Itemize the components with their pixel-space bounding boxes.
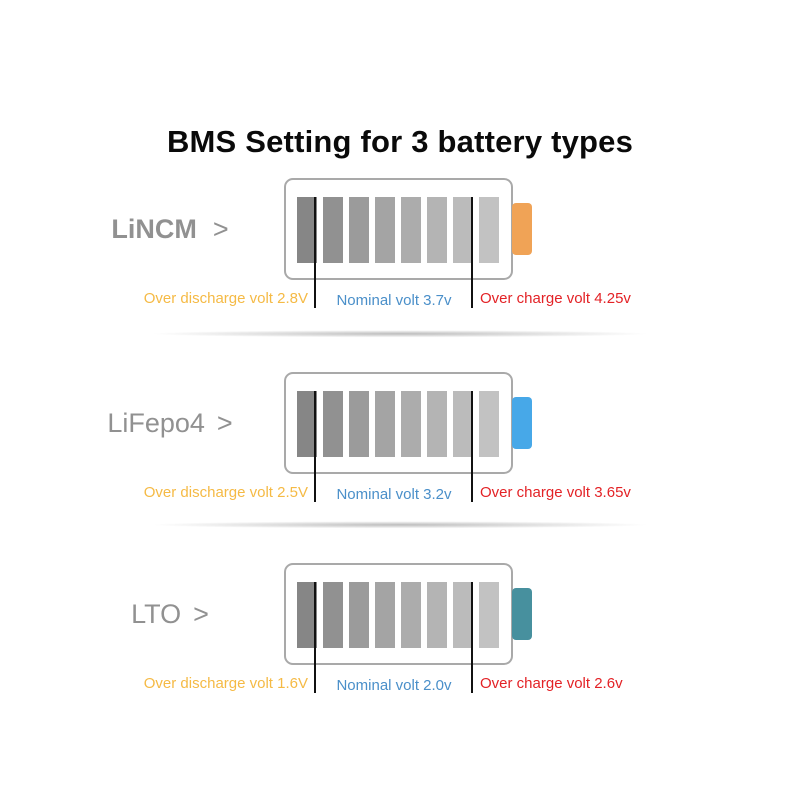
battery-level-bar bbox=[401, 197, 421, 263]
battery-type-name: LiNCM bbox=[111, 214, 197, 244]
charge-marker-line bbox=[471, 197, 473, 308]
chevron-right-icon: > bbox=[193, 599, 209, 629]
over-charge-label: Over charge volt 4.25v bbox=[480, 290, 631, 307]
charge-marker-line bbox=[471, 391, 473, 502]
battery-level-bar bbox=[427, 391, 447, 457]
battery-section-lifepo4: LiFepo4 > Over discharge volt 2.5V Nomina… bbox=[0, 372, 800, 512]
charge-marker-line bbox=[471, 582, 473, 693]
battery-section-lincm: LiNCM > Over discharge volt 2.8V Nominal … bbox=[0, 178, 800, 318]
chevron-right-icon: > bbox=[212, 214, 229, 244]
battery-level-bars bbox=[297, 391, 499, 457]
battery-level-bar bbox=[323, 391, 343, 457]
battery-level-bar bbox=[349, 391, 369, 457]
over-charge-label: Over charge volt 2.6v bbox=[480, 675, 623, 692]
nominal-volt-label: Nominal volt 2.0v bbox=[336, 677, 452, 694]
over-discharge-label: Over discharge volt 2.8V bbox=[143, 290, 308, 307]
nominal-volt-label: Nominal volt 3.7v bbox=[336, 292, 452, 309]
section-divider-shadow bbox=[55, 520, 745, 532]
discharge-marker-line bbox=[314, 197, 316, 308]
battery-level-bar bbox=[297, 582, 317, 648]
battery-level-bar bbox=[323, 197, 343, 263]
battery-level-bar bbox=[375, 391, 395, 457]
battery-level-bar bbox=[297, 391, 317, 457]
battery-type-name: LiFepo4 bbox=[107, 408, 205, 438]
discharge-marker-line bbox=[314, 391, 316, 502]
over-charge-label: Over charge volt 3.65v bbox=[480, 484, 631, 501]
battery-cap bbox=[512, 588, 532, 640]
battery-outline bbox=[284, 563, 513, 665]
page-title: BMS Setting for 3 battery types bbox=[166, 123, 634, 159]
battery-type-label: LTO > bbox=[60, 599, 280, 630]
battery-level-bar bbox=[453, 391, 473, 457]
battery-level-bar bbox=[401, 582, 421, 648]
battery-level-bar bbox=[427, 582, 447, 648]
battery-level-bars bbox=[297, 197, 499, 263]
battery-level-bar bbox=[479, 391, 499, 457]
battery-level-bars bbox=[297, 582, 499, 648]
battery-level-bar bbox=[375, 582, 395, 648]
over-discharge-label: Over discharge volt 2.5V bbox=[143, 484, 308, 501]
section-divider-shadow bbox=[55, 329, 745, 341]
battery-type-name: LTO bbox=[131, 599, 182, 629]
battery-level-bar bbox=[453, 197, 473, 263]
battery-level-bar bbox=[375, 197, 395, 263]
battery-level-bar bbox=[323, 582, 343, 648]
battery-outline bbox=[284, 178, 513, 280]
discharge-marker-line bbox=[314, 582, 316, 693]
battery-level-bar bbox=[427, 197, 447, 263]
battery-type-label: LiFepo4 > bbox=[60, 408, 280, 439]
battery-level-bar bbox=[479, 197, 499, 263]
battery-level-bar bbox=[401, 391, 421, 457]
battery-level-bar bbox=[297, 197, 317, 263]
chevron-right-icon: > bbox=[216, 408, 233, 438]
battery-cap bbox=[512, 203, 532, 255]
battery-type-label: LiNCM > bbox=[60, 214, 280, 245]
battery-outline bbox=[284, 372, 513, 474]
battery-level-bar bbox=[349, 197, 369, 263]
battery-level-bar bbox=[349, 582, 369, 648]
battery-level-bar bbox=[453, 582, 473, 648]
battery-level-bar bbox=[479, 582, 499, 648]
nominal-volt-label: Nominal volt 3.2v bbox=[336, 486, 452, 503]
battery-section-lto: LTO > Over discharge volt 1.6V Nominal vo… bbox=[0, 563, 800, 703]
over-discharge-label: Over discharge volt 1.6V bbox=[143, 675, 308, 692]
battery-cap bbox=[512, 397, 532, 449]
